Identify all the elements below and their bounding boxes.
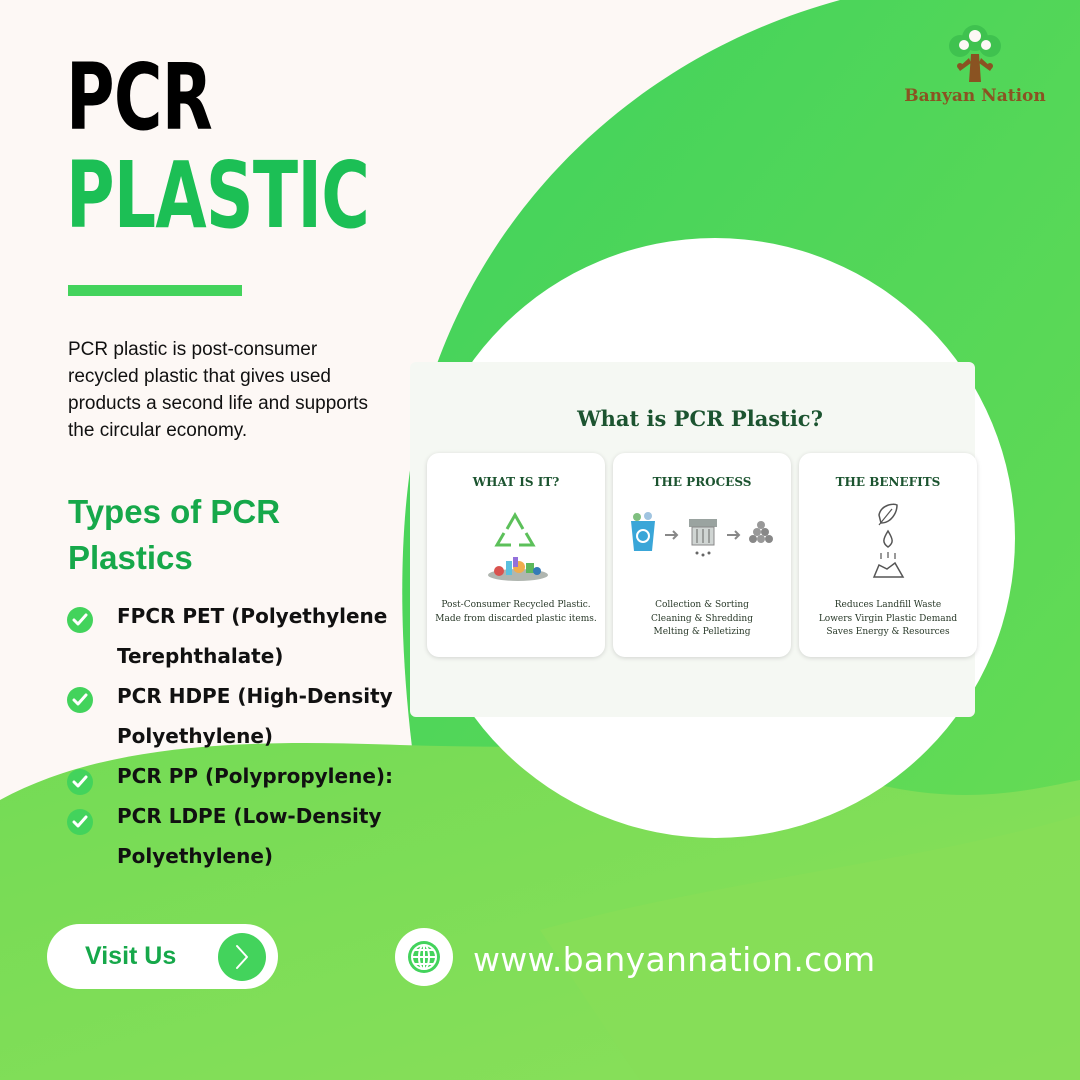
card-text: Reduces Landfill Waste Lowers Virgin Pla… [803,599,973,640]
leaf-icon [799,501,977,581]
brand-logo: Banyan Nation [900,22,1050,106]
card-line: Reduces Landfill Waste [834,600,942,610]
list-item: PCR PP (Polypropylene): [66,756,406,796]
globe-icon [395,928,453,986]
card-line: Collection & Sorting [655,600,749,610]
list-item: PCR HDPE (High-Density Polyethylene) [66,676,406,756]
visit-us-label: Visit Us [85,942,177,970]
card-line: Made from discarded plastic items. [435,613,597,624]
infographic-title: What is PCR Plastic? [577,406,823,431]
card-text: Post-Consumer Recycled Plastic. Made fro… [431,599,601,626]
check-icon [67,769,93,795]
list-item-label: PCR HDPE (High-Density Polyethylene) [117,684,393,748]
title-line-1: PCR [66,44,213,151]
website-url[interactable]: www.banyannation.com [473,940,876,979]
brand-name: Banyan Nation [904,86,1046,106]
card-heading: THE PROCESS [652,475,752,489]
check-icon [67,809,93,835]
chevron-right-icon[interactable] [218,933,266,981]
card-heading: WHAT IS IT? [472,475,560,489]
title-divider [68,285,242,296]
check-icon [67,607,93,633]
infographic: What is PCR Plastic? WHAT IS IT? [410,362,977,717]
list-item-label: PCR LDPE (Low-Density Polyethylene) [117,804,382,868]
list-item-label: PCR PP (Polypropylene): [117,764,394,788]
intro-text: PCR plastic is post-consumer recycled pl… [68,339,368,441]
list-item: FPCR PET (Polyethylene Terephthalate) [66,596,406,676]
banyan-tree-icon [949,25,1001,82]
visit-us-button[interactable]: Visit Us [47,924,278,989]
list-item-label: FPCR PET (Polyethylene Terephthalate) [117,604,388,668]
list-item: PCR LDPE (Low-Density Polyethylene) [66,796,406,876]
card-line: Cleaning & Shredding [651,613,753,624]
card-line: Post-Consumer Recycled Plastic. [441,600,591,610]
title-line-2: PLASTIC [66,142,370,249]
card-text: Collection & Sorting Cleaning & Shreddin… [617,599,787,640]
types-list: FPCR PET (Polyethylene Terephthalate) PC… [66,596,406,876]
card-the-benefits: THE BENEFITS Reduces Landfill Waste Lowe… [799,453,977,657]
check-icon [67,687,93,713]
card-line: Saves Energy & Resources [826,627,950,637]
card-heading: THE BENEFITS [835,475,941,489]
card-what-is-it: WHAT IS IT? Post-Consumer Recycled Plast… [427,453,605,657]
card-line: Melting & Pelletizing [653,627,751,637]
recycle-icon [427,501,605,581]
card-line: Lowers Virgin Plastic Demand [818,613,958,624]
card-the-process: THE PROCESS [613,453,791,657]
types-heading: Types of PCR Plastics [68,493,281,576]
process-icon [613,501,791,581]
